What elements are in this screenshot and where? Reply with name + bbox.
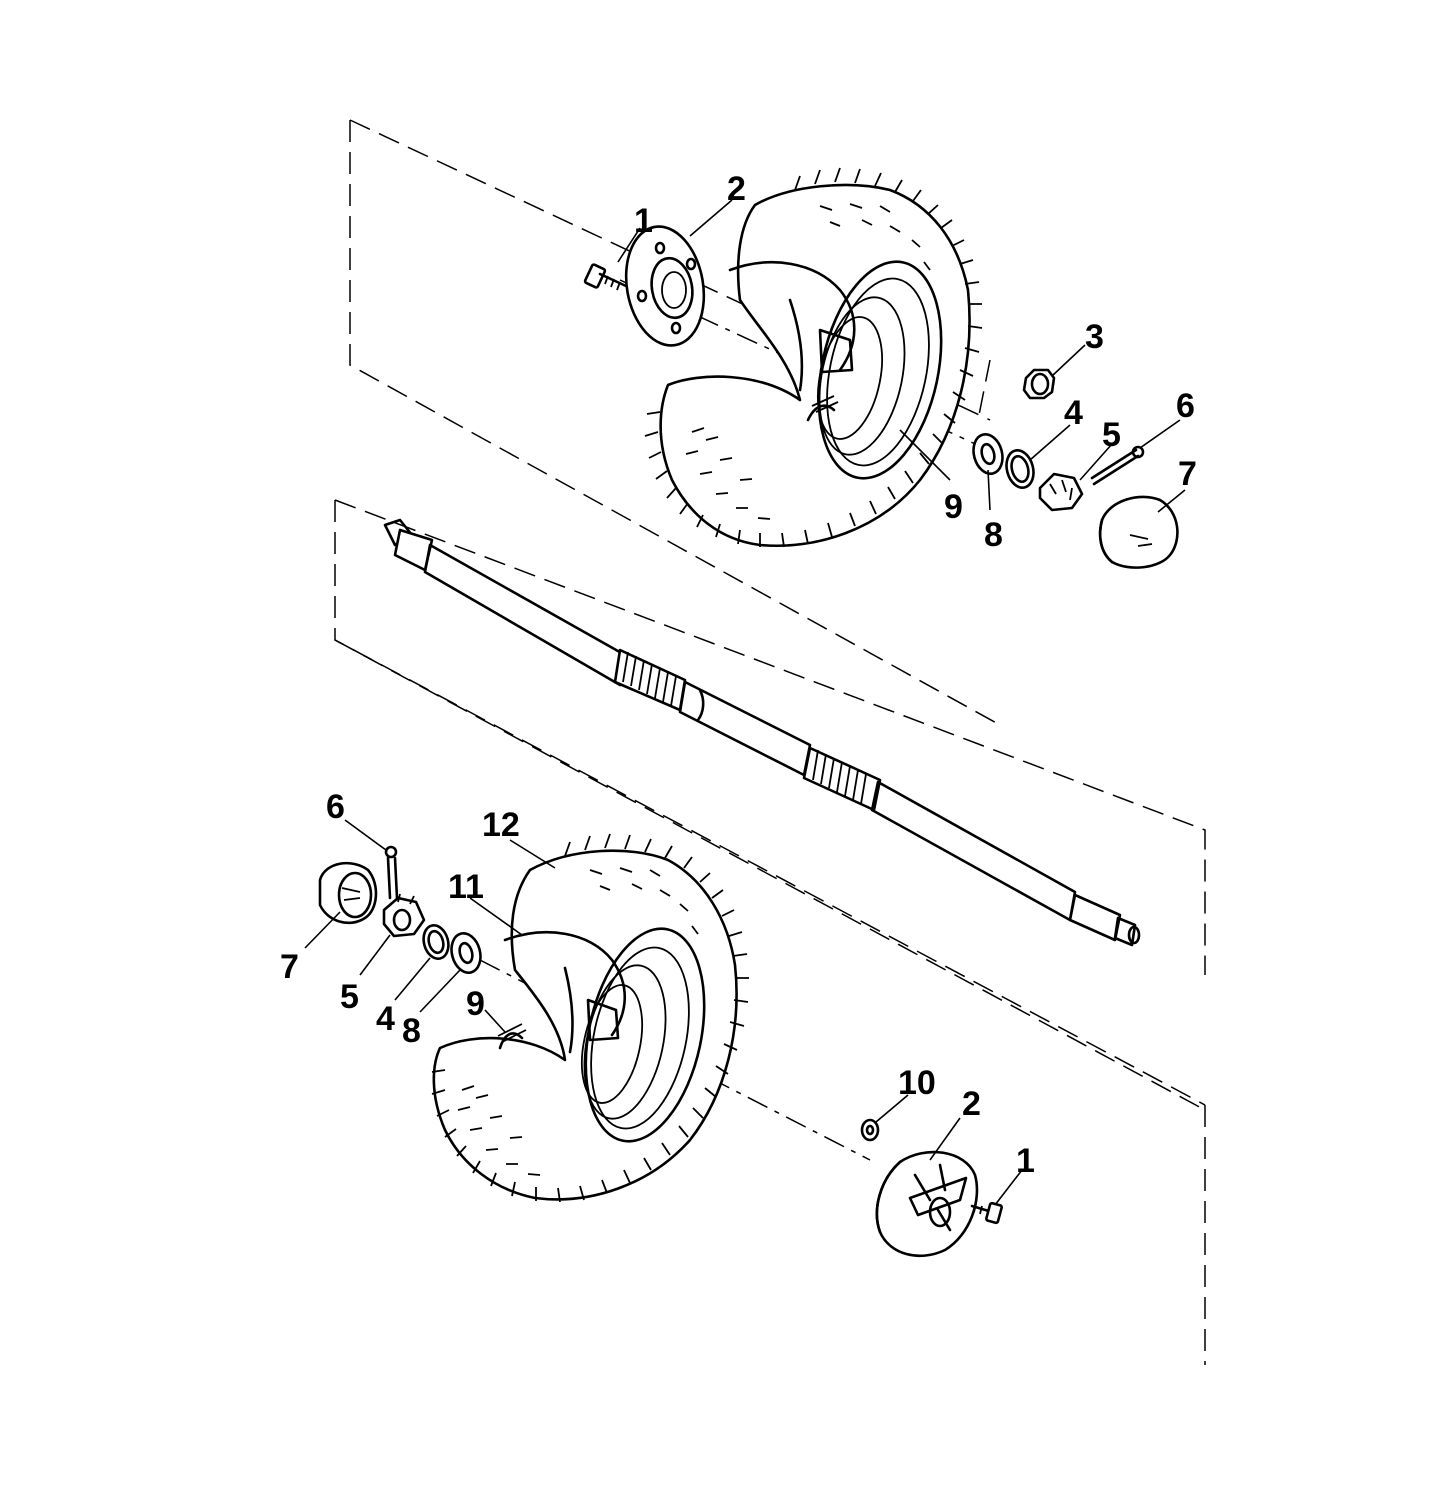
top-nut — [1022, 368, 1056, 400]
callout-bottom-5: 5 — [340, 978, 359, 1016]
bottom-ring — [422, 923, 450, 961]
callout-top-5: 5 — [1102, 416, 1121, 454]
top-callouts: 1 2 3 4 5 6 7 8 9 — [634, 170, 1197, 554]
callout-bottom-2: 2 — [962, 1085, 981, 1123]
callout-top-3: 3 — [1085, 318, 1104, 356]
top-ring — [1005, 449, 1035, 489]
top-bolt — [583, 263, 628, 291]
bottom-castle-nut — [382, 893, 426, 938]
top-castle-nut — [1038, 472, 1084, 512]
bottom-bolt — [970, 1201, 1003, 1225]
bottom-lug-nut — [860, 1118, 880, 1142]
callout-top-2: 2 — [727, 170, 746, 208]
axle-alignment-frame — [334, 499, 1206, 1365]
callout-bottom-4: 4 — [376, 1000, 395, 1038]
bottom-hub — [875, 1150, 979, 1258]
callout-top-9: 9 — [944, 488, 963, 526]
top-hub — [624, 225, 706, 347]
bottom-tire — [431, 833, 749, 1203]
callout-top-7: 7 — [1178, 455, 1197, 493]
callout-top-6: 6 — [1176, 387, 1195, 425]
leader-lines — [304, 199, 1186, 1206]
top-cap — [1098, 495, 1179, 569]
callout-bottom-7: 7 — [280, 948, 299, 986]
callout-bottom-9: 9 — [466, 985, 485, 1023]
top-washer — [972, 433, 1004, 475]
bottom-cap — [318, 861, 378, 925]
callout-top-1: 1 — [634, 202, 653, 240]
callout-bottom-11: 11 — [448, 868, 484, 906]
callout-bottom-10: 10 — [898, 1064, 936, 1102]
callout-top-8: 8 — [984, 516, 1003, 554]
callout-bottom-1: 1 — [1016, 1142, 1035, 1180]
top-tire — [644, 167, 983, 548]
callout-bottom-6: 6 — [326, 788, 345, 826]
top-cotter-pin — [1090, 445, 1145, 486]
bottom-callouts: 6 12 11 7 5 4 8 9 10 2 1 — [280, 788, 1035, 1180]
callout-top-4: 4 — [1064, 394, 1083, 432]
axle-shaft — [383, 518, 1141, 947]
callout-bottom-8: 8 — [402, 1012, 421, 1050]
bottom-cotter-pin — [384, 845, 399, 900]
callout-bottom-12: 12 — [482, 806, 520, 844]
bottom-washer — [450, 932, 482, 974]
